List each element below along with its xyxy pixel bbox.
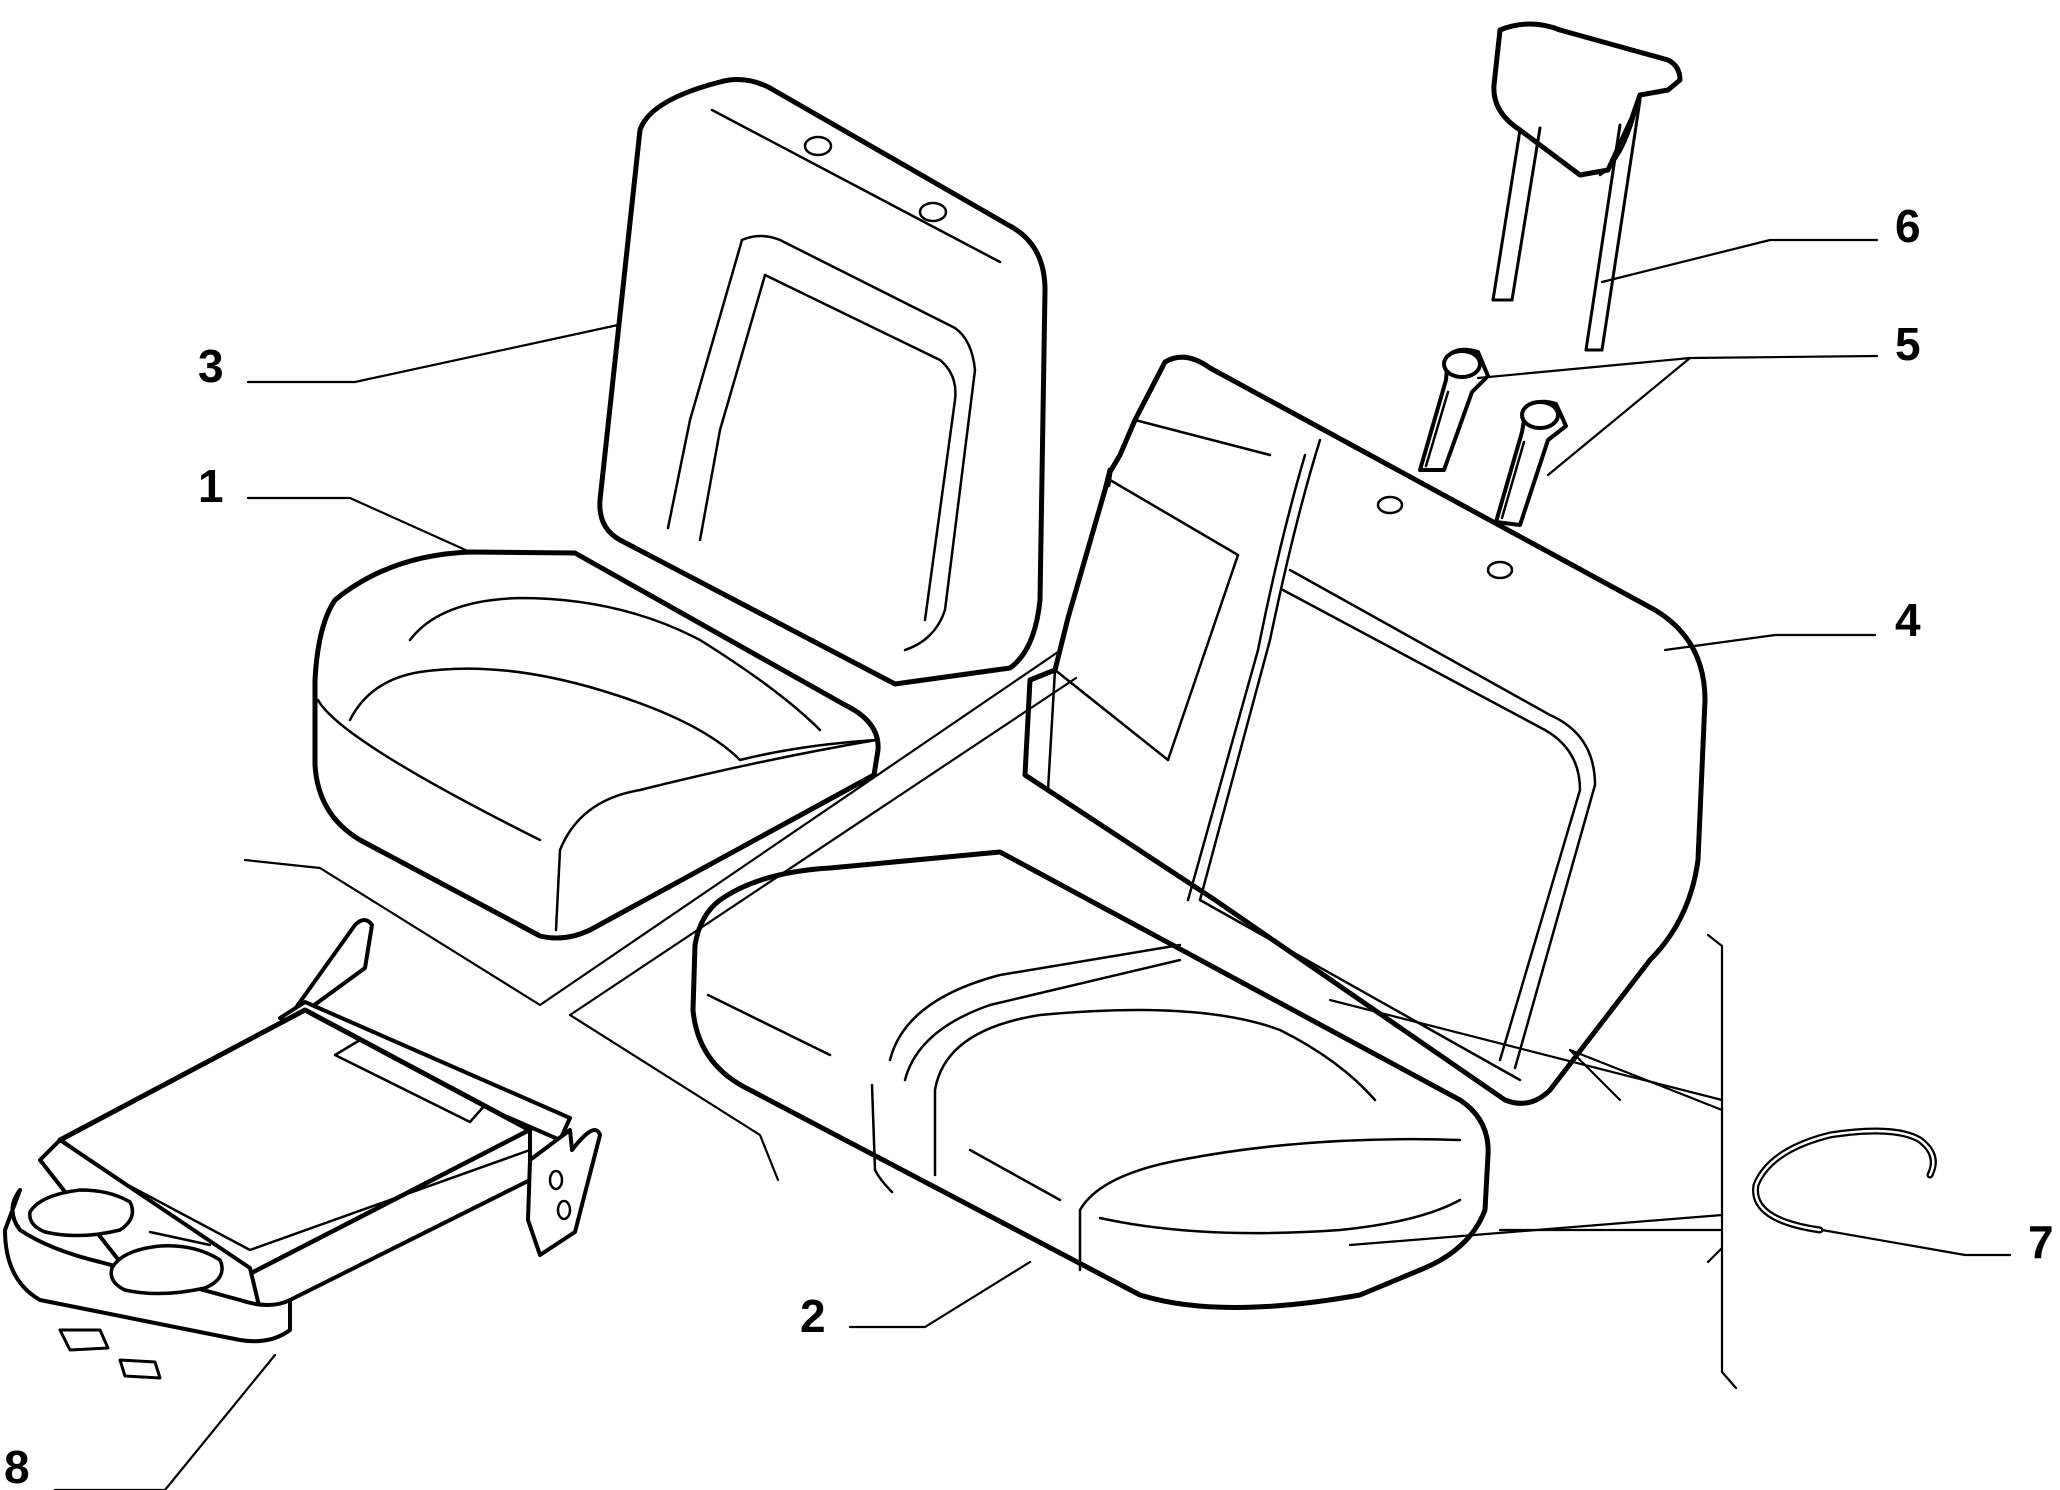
leader-lines bbox=[53, 238, 2012, 1490]
callout-8: 8 bbox=[4, 1441, 30, 1490]
part-clip[interactable] bbox=[1752, 1127, 1937, 1234]
callout-1: 1 bbox=[198, 460, 224, 512]
callout-4: 4 bbox=[1895, 594, 1921, 646]
callout-6: 6 bbox=[1895, 200, 1921, 252]
part-right-backrest[interactable] bbox=[1022, 354, 1708, 1106]
part-headrest-guide-right[interactable] bbox=[1494, 399, 1568, 527]
callout-5: 5 bbox=[1895, 318, 1921, 370]
callout-labels: 3 1 2 4 5 6 7 8 bbox=[4, 200, 2054, 1490]
callout-2: 2 bbox=[800, 1290, 826, 1342]
part-left-backrest[interactable] bbox=[597, 77, 1048, 687]
part-right-cushion[interactable] bbox=[690, 849, 1491, 1310]
callout-7: 7 bbox=[2028, 1216, 2054, 1268]
part-headrest[interactable] bbox=[1491, 21, 1683, 352]
part-headrest-guide-left[interactable] bbox=[1418, 347, 1490, 472]
callout-3: 3 bbox=[198, 340, 224, 392]
part-armrest-cupholder[interactable] bbox=[3, 918, 602, 1380]
part-left-cushion[interactable] bbox=[312, 549, 881, 941]
